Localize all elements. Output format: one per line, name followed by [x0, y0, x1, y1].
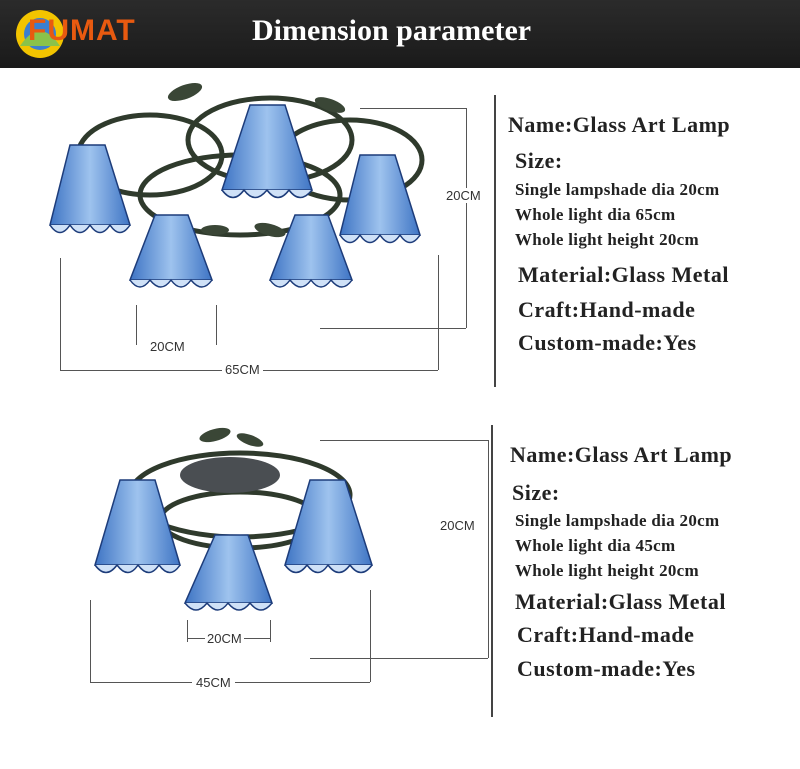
top-height-line: [466, 108, 467, 328]
top-width-tick-right: [438, 255, 439, 370]
bottom-spec-size: Size:: [512, 480, 560, 505]
brand-logo: [16, 10, 64, 58]
top-spec-light-dia: Whole light dia 65cm: [515, 205, 676, 224]
bottom-shade-label: 20CM: [205, 631, 244, 646]
top-spec-light-height: Whole light height 20cm: [515, 230, 699, 249]
top-spec-material: Material:Glass Metal: [518, 262, 729, 287]
bottom-spec-craft: Craft:Hand-made: [517, 622, 695, 647]
top-divider: [494, 95, 496, 387]
bottom-spec-material: Material:Glass Metal: [515, 589, 726, 614]
top-width-tick-left: [60, 258, 61, 370]
bottom-divider: [491, 425, 493, 717]
bottom-height-line-top: [320, 440, 488, 441]
bottom-width-tick-left: [90, 600, 91, 682]
bottom-spec-light-height: Whole light height 20cm: [515, 561, 699, 580]
top-spec-custom: Custom-made:Yes: [518, 330, 697, 355]
page-title: Dimension parameter: [252, 14, 532, 47]
top-spec-size: Size:: [515, 148, 563, 173]
top-spec-name: Name:Glass Art Lamp: [508, 112, 731, 137]
top-spec-shade-dia: Single lampshade dia 20cm: [515, 180, 720, 199]
top-shade-tick-left: [136, 305, 137, 345]
bottom-height-label: 20CM: [438, 518, 477, 533]
bottom-spec-name: Name:Glass Art Lamp: [510, 442, 733, 467]
header-bar: FUMAT Dimension parameter: [0, 0, 800, 68]
bottom-spec-custom: Custom-made:Yes: [517, 656, 696, 681]
top-width-label: 65CM: [222, 362, 263, 377]
bottom-width-tick-right: [370, 590, 371, 682]
bottom-width-label: 45CM: [192, 675, 235, 690]
bottom-spec-shade-dia: Single lampshade dia 20cm: [515, 511, 720, 530]
top-shade-label: 20CM: [150, 339, 185, 354]
top-shade-tick-right: [216, 305, 217, 345]
brand-logo-text: FUMAT: [28, 14, 136, 47]
bottom-height-line-bottom: [310, 658, 488, 659]
bottom-shade-tick-right: [270, 620, 271, 642]
top-height-line-bottom: [320, 328, 466, 329]
top-spec-craft: Craft:Hand-made: [518, 297, 696, 322]
bottom-shade-tick-left: [187, 620, 188, 642]
top-height-label: 20CM: [444, 188, 483, 203]
lamp-illustration-five-shades: [49, 82, 425, 288]
top-height-line-top: [360, 108, 466, 109]
bottom-height-line: [488, 440, 489, 658]
lamp-illustration-three-shades: [93, 427, 374, 611]
bottom-spec-light-dia: Whole light dia 45cm: [515, 536, 676, 555]
